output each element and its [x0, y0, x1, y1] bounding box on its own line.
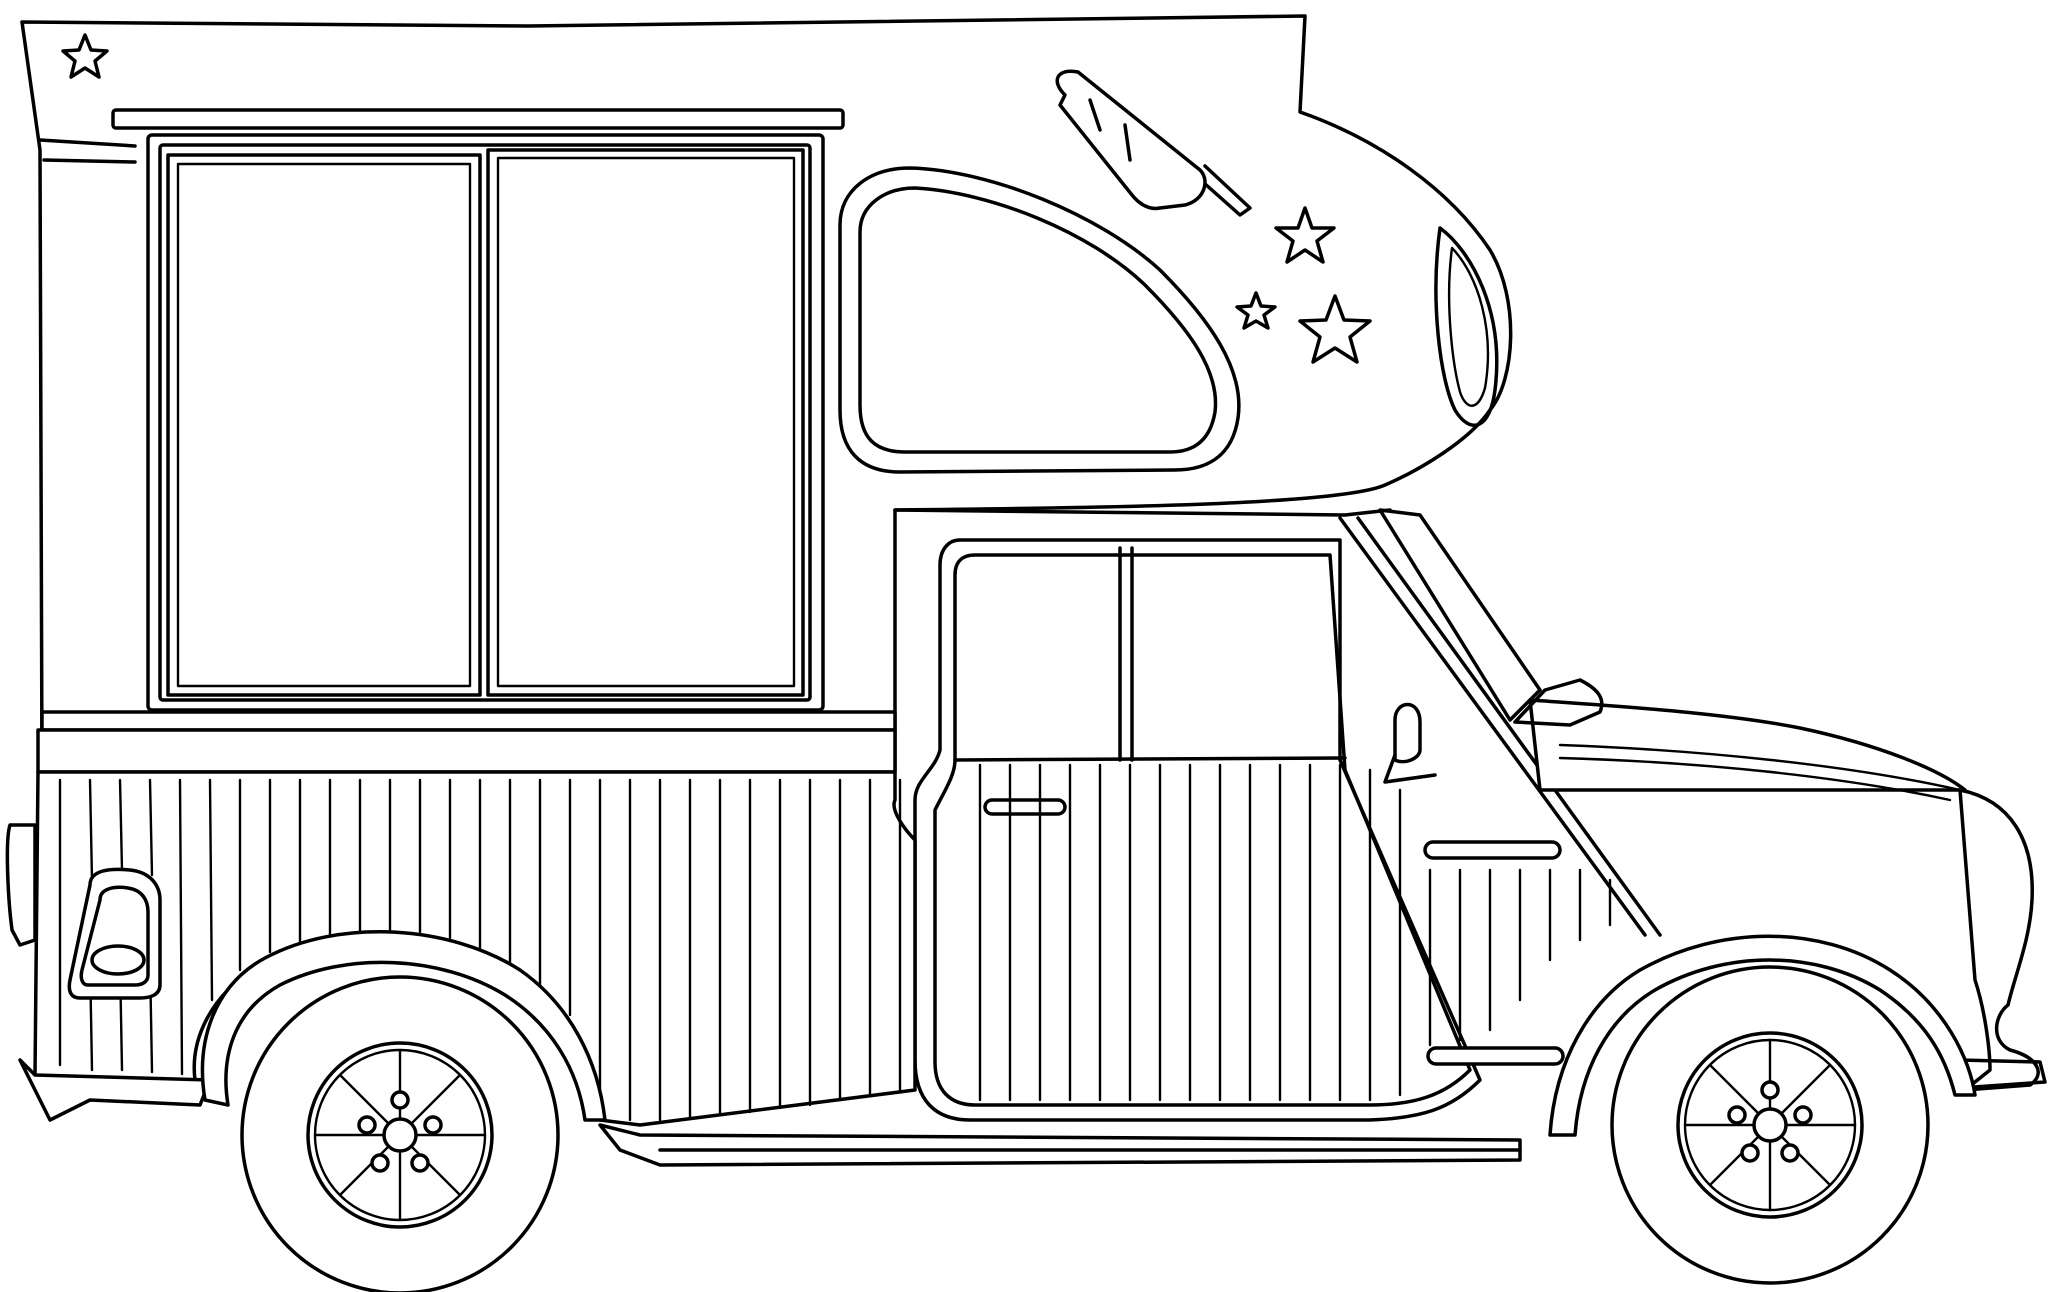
door-stripes [978, 763, 1612, 1102]
belt-trim-upper [40, 710, 897, 732]
star-icon-top-left [61, 33, 109, 79]
cab [893, 508, 2047, 1092]
rear-light-lens [90, 944, 146, 976]
nose-window-inner [1447, 246, 1490, 407]
front-lug-5 [1727, 1105, 1747, 1125]
rear-wheel [240, 975, 560, 1292]
step-bar-upper [1423, 840, 1562, 860]
front-rim [1676, 1031, 1864, 1219]
rear-fender [200, 930, 607, 1122]
star-icon-medium [1274, 206, 1336, 264]
windshield-glass [1378, 508, 1542, 722]
side-window-left-pane [166, 153, 482, 697]
front-lug-4 [1740, 1143, 1760, 1163]
running-board [598, 1123, 1522, 1167]
hood [1528, 698, 1967, 792]
step-bar-lower [1426, 1046, 1565, 1066]
popsicle-body [1055, 69, 1207, 211]
side-window-frame-inner [158, 143, 812, 702]
rear-lug-2 [423, 1115, 443, 1135]
side-mirror [1393, 702, 1422, 764]
front-lug-1 [1760, 1080, 1780, 1100]
rear-lug-3 [410, 1153, 430, 1173]
roof-rail [111, 108, 845, 130]
cab-door [913, 538, 1565, 1122]
rear-lug-1 [390, 1090, 410, 1110]
side-window-left-pane-inner [176, 162, 472, 688]
popsicle-band-1 [1088, 98, 1102, 132]
door-window-divider [1118, 546, 1134, 762]
decorations [61, 33, 1372, 364]
rear-lug-5 [357, 1115, 377, 1135]
rear-lug-4 [370, 1153, 390, 1173]
rear-bumper [5, 823, 37, 947]
front-lug-2 [1793, 1105, 1813, 1125]
rear-rim [306, 1041, 494, 1229]
side-window-right-pane [486, 148, 805, 697]
popsicle-band-2 [1123, 123, 1132, 162]
hood-line-2 [1558, 756, 1952, 802]
wiper-hinge [1513, 678, 1604, 727]
star-icon-small [1235, 291, 1277, 330]
front-nose [1958, 788, 2040, 1092]
cab-top [893, 508, 1392, 517]
door-handle [983, 798, 1067, 816]
front-fender [1548, 934, 1977, 1137]
siding-stripes [58, 778, 902, 1122]
windshield-pillar [1338, 516, 1662, 937]
rear-skirt [18, 1058, 212, 1122]
side-mirror-arm [1383, 753, 1437, 784]
belt-trim-lower [36, 728, 897, 774]
popsicle-stick [1193, 164, 1252, 217]
front-hub [1752, 1107, 1788, 1143]
cab-over-window [838, 166, 1241, 474]
front-wheel [1610, 965, 1930, 1285]
side-window [146, 133, 825, 712]
rear-hub [382, 1117, 418, 1153]
cab-door-outline [913, 538, 1482, 1122]
star-icon-large [1298, 294, 1372, 364]
side-window-right-pane-inner [496, 156, 796, 688]
hood-line [1558, 743, 1962, 792]
popsicle-icon [1055, 69, 1252, 217]
cab-over-window-inner [858, 186, 1218, 454]
nose-window [1434, 226, 1499, 427]
door-window-sill [953, 756, 1347, 762]
camper-left-edge [38, 138, 137, 164]
rear-light-inner [79, 885, 150, 987]
cab-door-inner [933, 553, 1472, 1107]
front-lug-3 [1780, 1143, 1800, 1163]
